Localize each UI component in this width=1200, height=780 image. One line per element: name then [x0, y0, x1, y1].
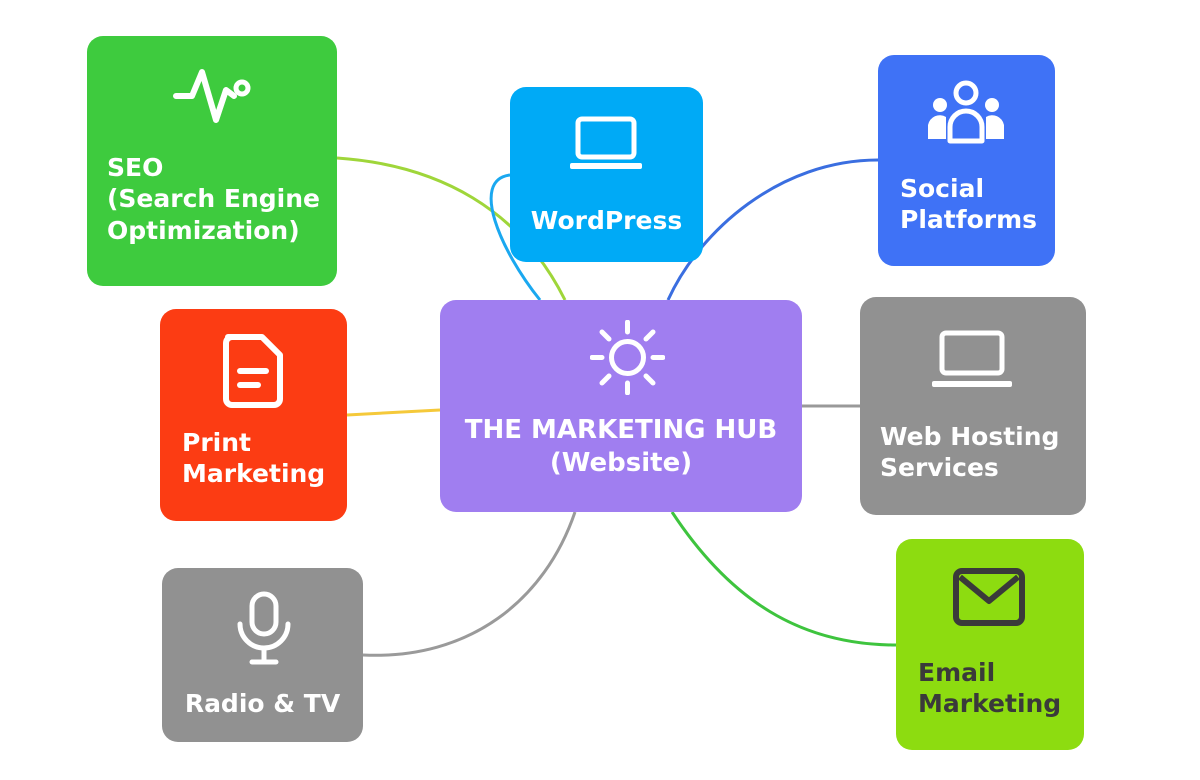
- node-web-hosting: Web Hosting Services: [860, 297, 1086, 515]
- envelope-icon: [953, 568, 1025, 626]
- wordpress-label: WordPress: [530, 206, 683, 235]
- connector-radio: [362, 511, 577, 657]
- node-social-platforms: Social Platforms: [878, 55, 1055, 266]
- pulse-icon: [173, 69, 251, 123]
- laptop-icon: [932, 330, 1012, 387]
- connector-social: [666, 158, 879, 301]
- sun-icon: [590, 320, 665, 395]
- email-label: Email Marketing: [918, 658, 1062, 719]
- users-icon: [928, 80, 1004, 144]
- hub-title: THE MARKETING HUB (Website): [464, 415, 778, 478]
- connector-email: [670, 511, 897, 647]
- connector-seo: [336, 156, 567, 301]
- radio-label: Radio & TV: [184, 689, 341, 718]
- node-email-marketing: Email Marketing: [896, 539, 1084, 750]
- node-wordpress: WordPress: [510, 87, 703, 262]
- social-label: Social Platforms: [900, 174, 1038, 235]
- microphone-icon: [237, 591, 291, 665]
- laptop-icon: [570, 116, 642, 169]
- node-radio-tv: Radio & TV: [162, 568, 363, 742]
- node-print-marketing: Print Marketing: [160, 309, 347, 521]
- connector-print: [346, 408, 441, 417]
- node-seo: SEO (Search Engine Optimization): [87, 36, 337, 286]
- document-icon: [223, 334, 283, 408]
- webhost-label: Web Hosting Services: [880, 422, 1060, 483]
- seo-label: SEO (Search Engine Optimization): [107, 153, 321, 245]
- hub-node: THE MARKETING HUB (Website): [440, 300, 802, 512]
- print-label: Print Marketing: [182, 428, 326, 489]
- connector-wordpress: [489, 173, 542, 301]
